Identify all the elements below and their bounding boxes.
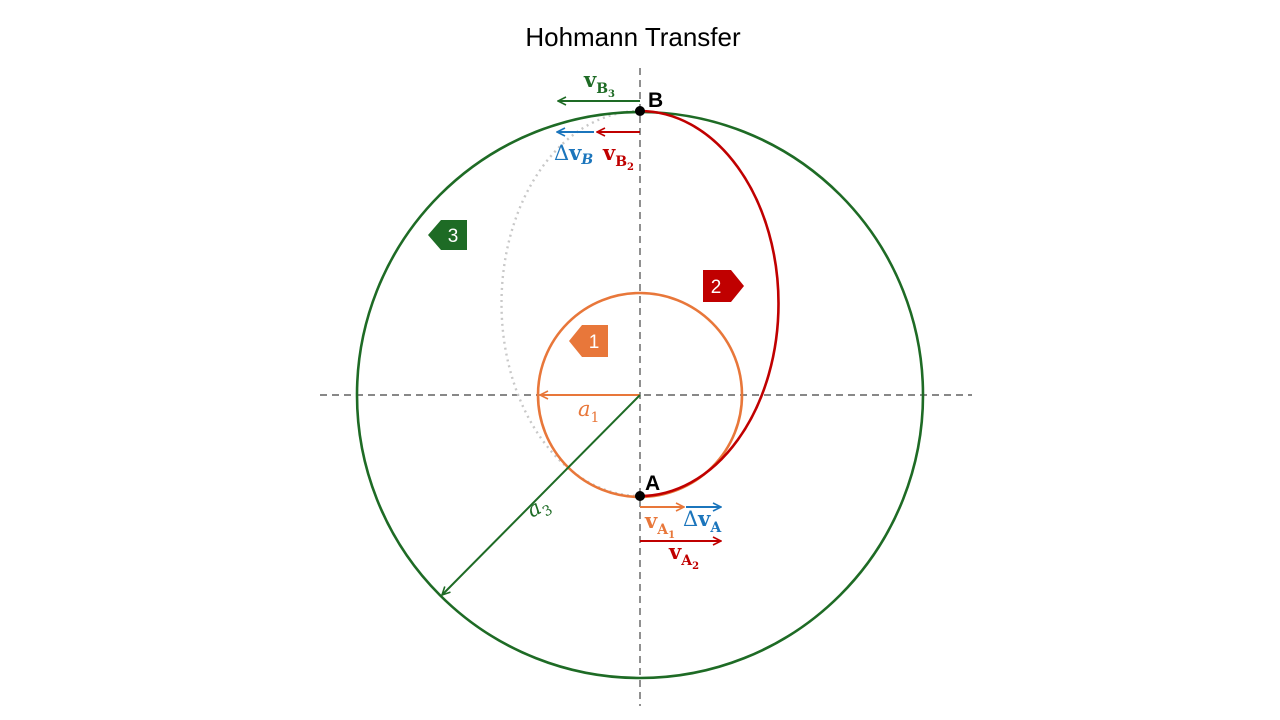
orbit-3-tag: 3 [428, 220, 467, 250]
point-b-label: B [648, 89, 663, 112]
orbit-2-tag: 2 [703, 270, 744, 302]
orbit-2-tag-label: 2 [711, 277, 722, 298]
va2-label: vA2 [668, 539, 699, 572]
delta-vb-label: ΔvB [554, 140, 593, 168]
point-b-dot [635, 106, 645, 116]
orbit-1-tag: 1 [569, 325, 608, 357]
transfer-orbit-arc [639, 109, 780, 498]
point-a-label: A [645, 472, 660, 495]
orbit-3-tag-label: 3 [448, 226, 459, 247]
radius-a3-arrow [442, 394, 641, 595]
va1-label: vA1 [644, 508, 675, 541]
point-a-dot [635, 491, 645, 501]
orbit-1-tag-label: 1 [589, 332, 600, 353]
vb3-label: vB3 [583, 67, 615, 100]
radius-a1-label: a1 [578, 397, 599, 426]
vb2-label: vB2 [602, 140, 634, 173]
delta-va-label: ΔvA [683, 506, 722, 536]
diagram-title: Hohmann Transfer [525, 22, 741, 52]
